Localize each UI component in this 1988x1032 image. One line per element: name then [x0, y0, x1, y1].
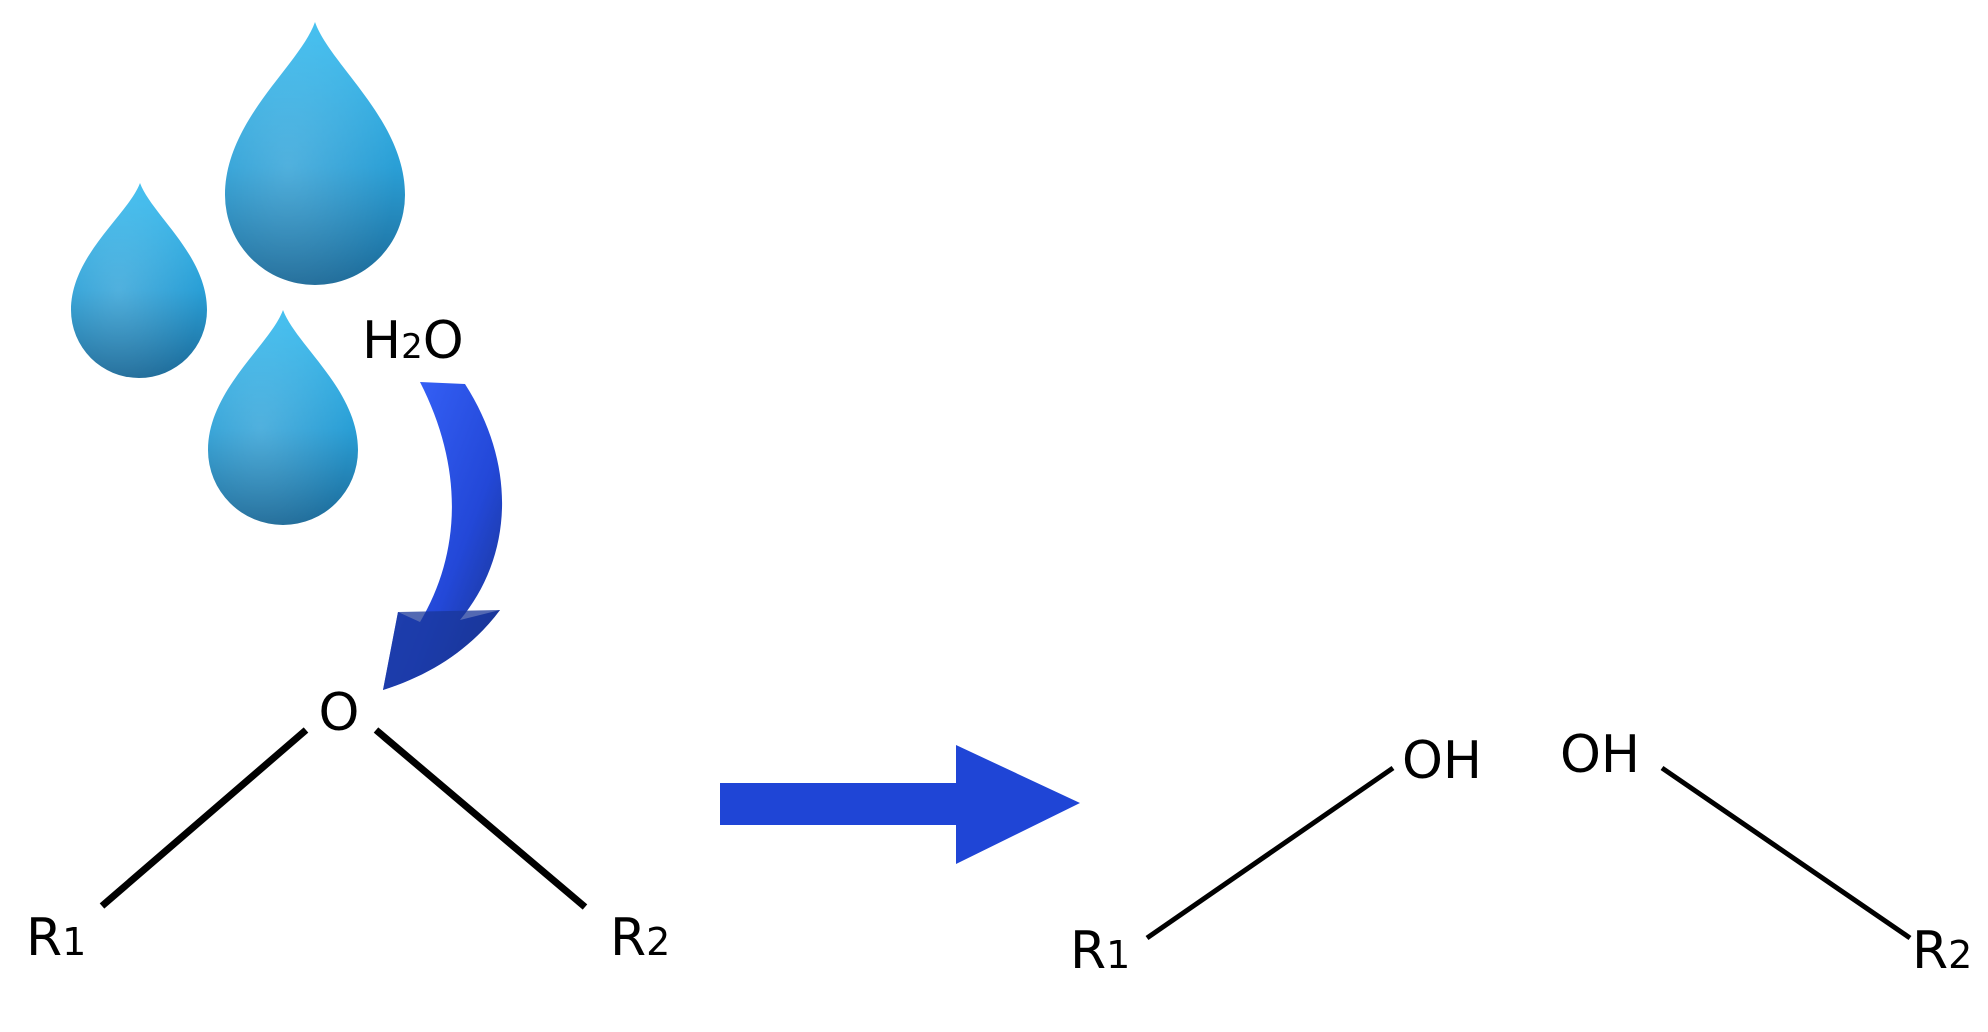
product-r2-index: 2	[1948, 933, 1972, 977]
bond-r1-o	[99, 727, 309, 909]
water-drop-icon	[208, 310, 358, 525]
water-formula: H2O	[362, 311, 464, 371]
reaction-arrow-icon	[720, 745, 1080, 864]
water-formula-o: O	[423, 311, 464, 371]
product-alcohols: OH OH R1 R2	[1070, 725, 1972, 981]
water-formula-h: H	[362, 311, 401, 371]
bond-o-r2	[373, 727, 588, 910]
oxygen-atom: O	[319, 683, 360, 743]
product-r1: R1	[1070, 921, 1130, 981]
reactant-r2-letter: R	[610, 908, 646, 968]
product-hydroxyl-left: OH	[1402, 731, 1482, 791]
reactant-r1: R1	[26, 908, 86, 968]
product-r1-letter: R	[1070, 921, 1106, 981]
product-hydroxyl-right: OH	[1560, 725, 1640, 785]
curved-arrow-icon	[383, 382, 503, 690]
reactant-r1-letter: R	[26, 908, 62, 968]
water-drop-icon	[225, 22, 405, 285]
water-drop-icon	[71, 183, 207, 378]
water-drops	[71, 22, 405, 525]
reactant-r1-index: 1	[62, 920, 86, 964]
water-formula-subscript: 2	[401, 327, 423, 367]
reactant-ether: O R1 R2	[26, 683, 670, 968]
reactant-r2-index: 2	[646, 920, 670, 964]
bond-r1-oh	[1145, 765, 1395, 941]
bond-oh-r2	[1660, 765, 1912, 941]
product-r1-index: 1	[1106, 933, 1130, 977]
product-r2: R2	[1912, 921, 1972, 981]
reactant-r2: R2	[610, 908, 670, 968]
product-r2-letter: R	[1912, 921, 1948, 981]
